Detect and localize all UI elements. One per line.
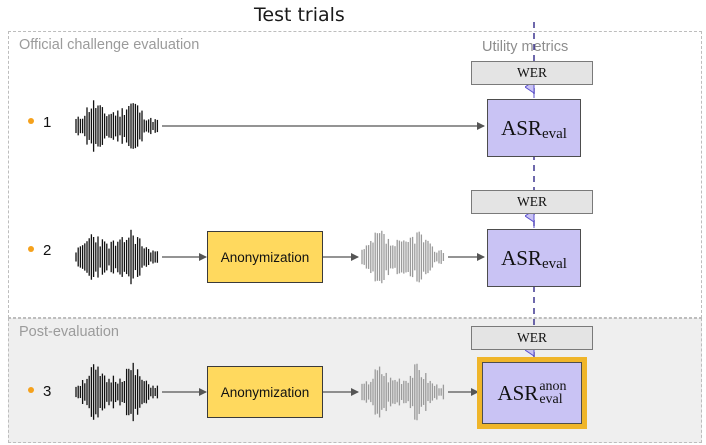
trial-2-number: 2 [43, 242, 52, 259]
trial-2-anonymization-box: Anonymization [207, 231, 323, 283]
trial-2-original-waveform [75, 229, 159, 285]
trial-3-anonymization-box: Anonymization [207, 366, 323, 418]
asr-superscript: anon [539, 379, 567, 394]
trial-1-bullet [28, 118, 34, 124]
trial-2-wer-box: WER [471, 190, 593, 214]
trial-1-original-waveform [75, 100, 159, 152]
trial-3-original-waveform [75, 362, 159, 422]
utility-metrics-label: Utility metrics [482, 39, 569, 55]
trial-3-bullet [28, 387, 34, 393]
post-evaluation-label: Post-evaluation [19, 324, 119, 340]
asr-subscript: eval [541, 255, 567, 272]
asr-label: ASR [497, 380, 539, 405]
trial-3-anonymized-waveform [361, 363, 445, 421]
trial-3-wer-box: WER [471, 326, 593, 350]
trial-2-anonymized-waveform [361, 230, 445, 284]
trial-1-wer-box: WER [471, 61, 593, 85]
diagram-title: Test trials [254, 4, 345, 26]
trial-1-number: 1 [43, 114, 52, 131]
trial-3-number: 3 [43, 383, 52, 400]
asr-label: ASR [501, 245, 542, 270]
asr-label: ASR [501, 115, 542, 140]
trial-2-bullet [28, 246, 34, 252]
asr-subscript: eval [539, 392, 563, 407]
asr-subscript: eval [541, 125, 567, 142]
official-evaluation-label: Official challenge evaluation [19, 37, 200, 53]
